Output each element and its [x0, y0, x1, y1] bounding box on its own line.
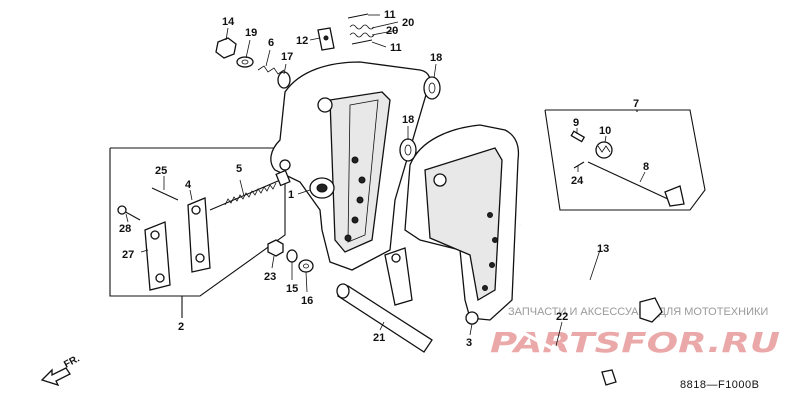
callout-25: 25	[155, 165, 167, 177]
lever-4	[187, 197, 211, 273]
group-bracket-2	[109, 147, 286, 318]
callout-20-top: 20	[402, 17, 414, 29]
callout-7: 7	[633, 98, 639, 110]
bolt-5	[209, 169, 291, 211]
callout-24: 24	[571, 175, 584, 187]
callout-18-top: 18	[430, 52, 442, 64]
front-label: FR.	[62, 353, 82, 370]
callout-3: 3	[466, 337, 472, 349]
tube-21	[336, 283, 433, 353]
watermark-logo: PARTSFOR.RU	[490, 326, 780, 359]
pin-28	[117, 205, 141, 221]
callout-12: 12	[296, 35, 308, 47]
rod-22	[494, 316, 617, 386]
callout-28: 28	[119, 223, 131, 235]
nut-stack	[215, 37, 291, 89]
nut-23-washer-15-16	[267, 239, 314, 273]
pin-25	[151, 187, 179, 201]
callout-16: 16	[301, 295, 313, 307]
washers-18	[399, 76, 441, 162]
arm-27	[144, 221, 171, 291]
callout-20-bottom: 20	[386, 25, 398, 37]
leader-lines	[125, 14, 646, 347]
callout-1: 1	[288, 189, 294, 201]
callout-18-middle: 18	[402, 114, 414, 126]
group-bracket-7	[544, 109, 706, 211]
callout-11-top: 11	[384, 9, 396, 21]
watermark: ЗАПЧАСТИ И АКСЕССУАРЫ ДЛЯ МОТОТЕХНИКИ PA…	[490, 306, 780, 359]
callout-14: 14	[222, 16, 235, 28]
stern-bracket-right	[384, 124, 520, 325]
callout-6: 6	[268, 37, 274, 49]
watermark-caption: ЗАПЧАСТИ И АКСЕССУАРЫ ДЛЯ МОТОТЕХНИКИ	[508, 306, 768, 318]
callout-13: 13	[597, 243, 609, 255]
callout-10: 10	[599, 125, 611, 137]
callout-9: 9	[573, 117, 579, 129]
stern-bracket-left	[270, 61, 431, 271]
front-direction-arrow: FR.	[40, 353, 82, 387]
callout-23: 23	[264, 271, 276, 283]
boss-1	[309, 177, 335, 199]
callout-21: 21	[373, 332, 385, 344]
bolt-13	[519, 223, 663, 323]
callout-27: 27	[122, 249, 134, 261]
callout-8: 8	[643, 161, 649, 173]
diagram-code: 8818—F1000B	[680, 379, 760, 391]
callouts: 14 19 6 17 12 11 20 20 11 18 18 7 9 10 8…	[119, 9, 649, 349]
callout-17: 17	[281, 51, 293, 63]
callout-4: 4	[185, 179, 192, 191]
callout-5: 5	[236, 163, 242, 175]
lever-assembly-7	[570, 130, 685, 207]
callout-11-bottom: 11	[390, 42, 402, 54]
callout-15: 15	[286, 283, 298, 295]
callout-19: 19	[245, 27, 257, 39]
callout-22: 22	[556, 311, 568, 323]
pins-11-20	[317, 13, 375, 51]
callout-2: 2	[178, 321, 184, 333]
